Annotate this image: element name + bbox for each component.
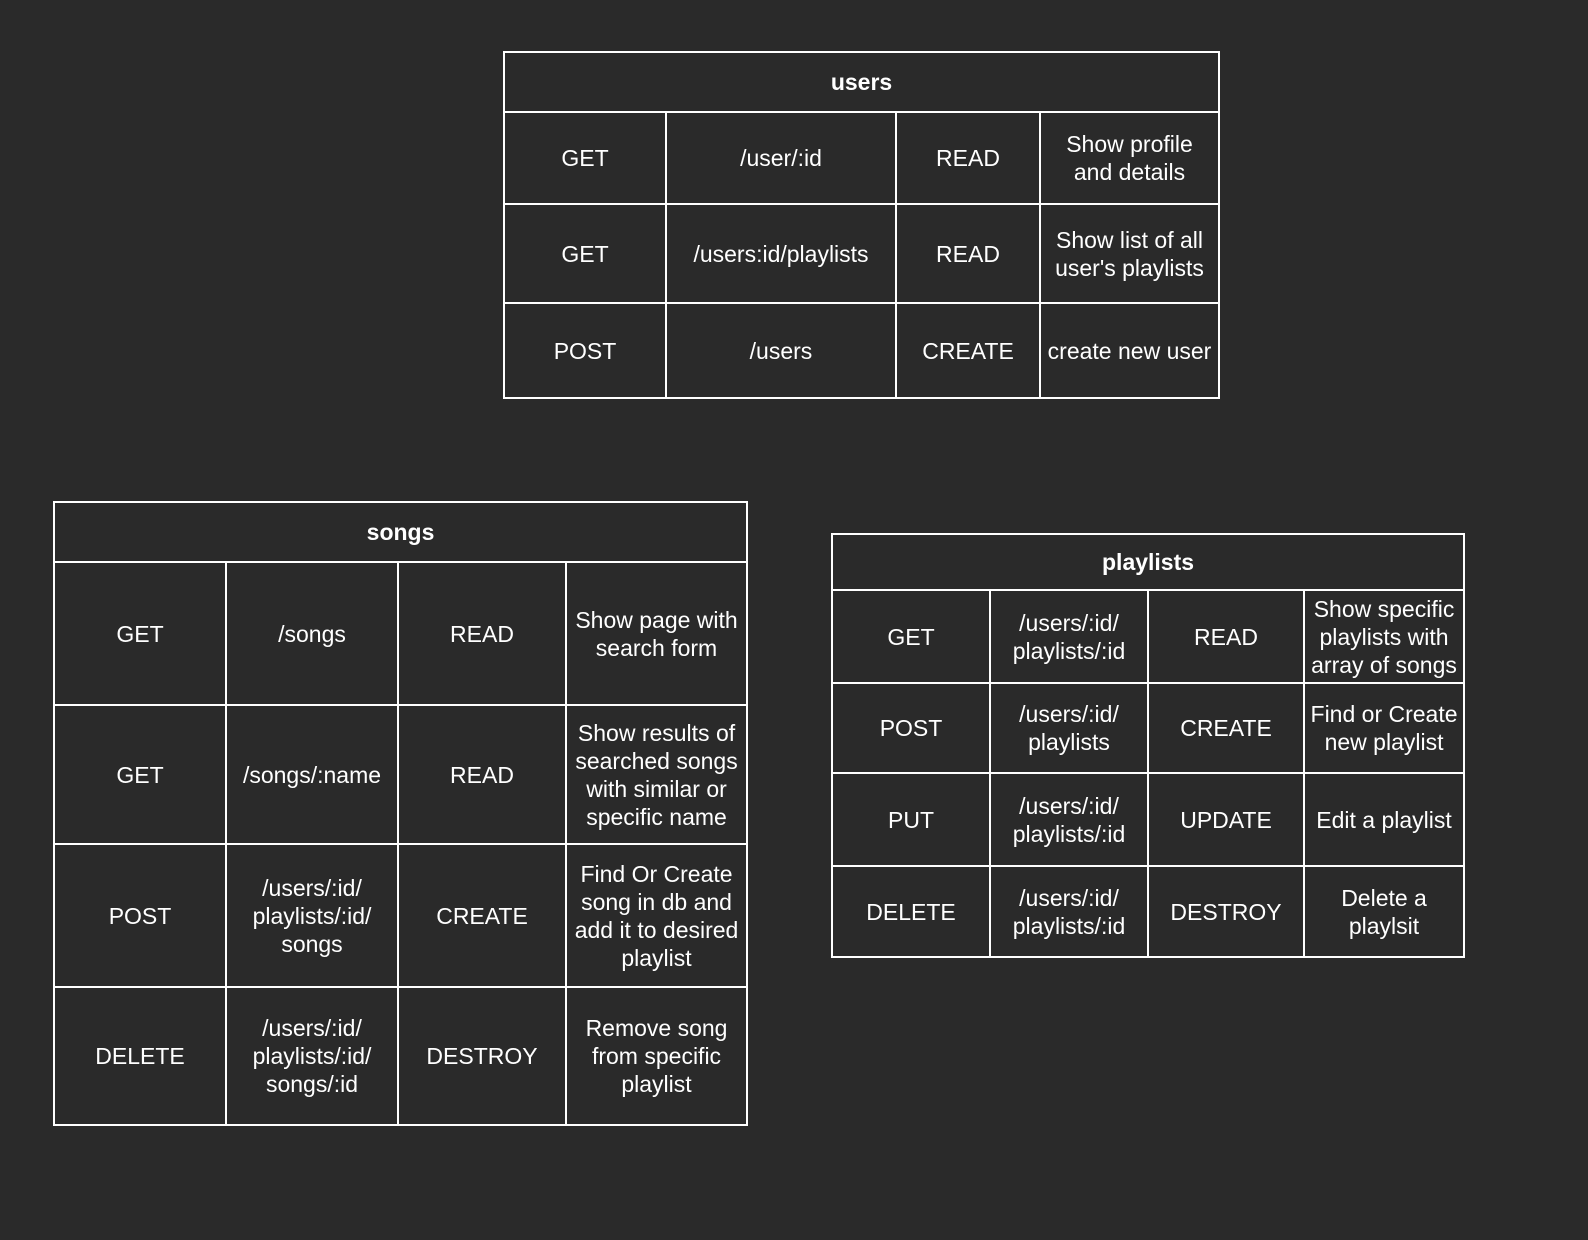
http-method: GET xyxy=(53,704,227,845)
http-method: GET xyxy=(831,589,991,684)
http-method: POST xyxy=(831,682,991,774)
route-path: /users xyxy=(665,302,897,399)
crud-action: CREATE xyxy=(397,843,567,988)
route-description: Show results of searched songs with simi… xyxy=(564,704,749,845)
route-description: Find Or Create song in db and add it to … xyxy=(564,843,749,988)
route-path: /users/:id/ playlists/:id/ songs/:id xyxy=(225,986,399,1126)
route-path: /users/:id/ playlists/:id/ songs xyxy=(225,843,399,988)
route-path: /users/:id/ playlists/:id xyxy=(989,865,1149,958)
route-path: /users/:id/ playlists xyxy=(989,682,1149,774)
route-path: /songs xyxy=(225,561,399,706)
users-table-title: users xyxy=(503,51,1220,113)
route-description: Show specific playlists with array of so… xyxy=(1302,589,1466,684)
route-description: Show profile and details xyxy=(1039,111,1220,205)
playlists-table-title: playlists xyxy=(830,533,1466,591)
route-description: create new user xyxy=(1039,302,1220,399)
route-description: Remove song from specific playlist xyxy=(564,986,749,1126)
http-method: DELETE xyxy=(831,865,991,958)
crud-action: CREATE xyxy=(895,302,1041,399)
crud-action: READ xyxy=(397,561,567,706)
route-description: Edit a playlist xyxy=(1302,772,1466,867)
http-method: DELETE xyxy=(53,986,227,1126)
crud-action: DESTROY xyxy=(397,986,567,1126)
route-path: /user/:id xyxy=(665,111,897,205)
route-path: /users/:id/ playlists/:id xyxy=(989,772,1149,867)
crud-action: READ xyxy=(895,203,1041,304)
table-row: POST /users/:id/ playlists CREATE Find o… xyxy=(831,682,1466,774)
table-row: PUT /users/:id/ playlists/:id UPDATE Edi… xyxy=(831,772,1466,867)
songs-table-title: songs xyxy=(52,501,749,563)
http-method: PUT xyxy=(831,772,991,867)
http-method: GET xyxy=(503,203,667,304)
crud-action: READ xyxy=(895,111,1041,205)
table-row: DELETE /users/:id/ playlists/:id/ songs/… xyxy=(53,986,749,1126)
table-row: GET /users/:id/ playlists/:id READ Show … xyxy=(831,589,1466,684)
users-routes-table: users GET /user/:id READ Show profile an… xyxy=(503,51,1220,399)
crud-action: CREATE xyxy=(1147,682,1305,774)
crud-action: READ xyxy=(1147,589,1305,684)
table-row: POST /users/:id/ playlists/:id/ songs CR… xyxy=(53,843,749,988)
crud-action: READ xyxy=(397,704,567,845)
crud-action: UPDATE xyxy=(1147,772,1305,867)
table-row: GET /user/:id READ Show profile and deta… xyxy=(503,111,1220,205)
http-method: POST xyxy=(53,843,227,988)
route-path: /songs/:name xyxy=(225,704,399,845)
route-path: /users:id/playlists xyxy=(665,203,897,304)
route-path: /users/:id/ playlists/:id xyxy=(989,589,1149,684)
table-row: GET /users:id/playlists READ Show list o… xyxy=(503,203,1220,304)
table-row: DELETE /users/:id/ playlists/:id DESTROY… xyxy=(831,865,1466,958)
songs-routes-table: songs GET /songs READ Show page with sea… xyxy=(52,501,749,1126)
route-description: Delete a playlsit xyxy=(1302,865,1466,958)
table-row: POST /users CREATE create new user xyxy=(503,302,1220,399)
http-method: POST xyxy=(503,302,667,399)
table-row: GET /songs READ Show page with search fo… xyxy=(53,561,749,706)
route-description: Show list of all user's playlists xyxy=(1039,203,1220,304)
http-method: GET xyxy=(53,561,227,706)
crud-action: DESTROY xyxy=(1147,865,1305,958)
playlists-routes-table: playlists GET /users/:id/ playlists/:id … xyxy=(830,533,1466,958)
http-method: GET xyxy=(503,111,667,205)
table-row: GET /songs/:name READ Show results of se… xyxy=(53,704,749,845)
route-description: Find or Create new playlist xyxy=(1302,682,1466,774)
route-description: Show page with search form xyxy=(564,561,749,706)
